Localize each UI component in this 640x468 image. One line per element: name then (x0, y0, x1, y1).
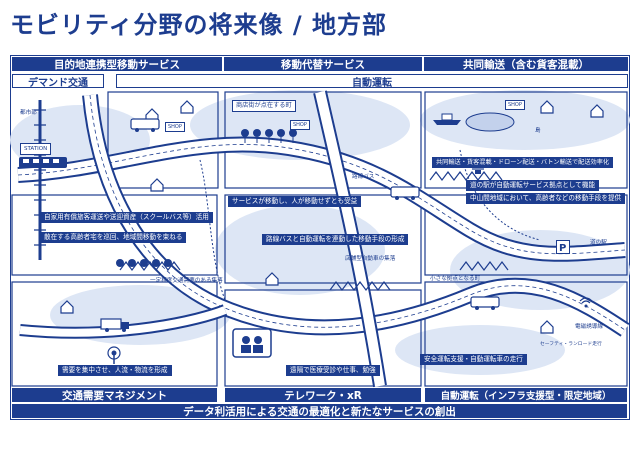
callout-elderly-tour: 散在する高齢者宅を巡回、地域間移動を束ねる (40, 232, 187, 243)
label-route-bus: 路線バス (352, 174, 375, 180)
bus-icon (130, 118, 160, 132)
callout-concentrate-demand: 需要を集中させ、人流・物流を形成 (58, 365, 172, 376)
label-roadside-station: 道の駅 (590, 240, 607, 246)
band-data-utilization: データ利活用による交通の最適化と新たなサービスの創出 (12, 404, 627, 418)
signal-icon (107, 346, 121, 364)
callout-remote-medical: 遠隔で医療受診や仕事、勉強 (286, 365, 380, 376)
house-icon (590, 104, 604, 118)
band-shared-transport: 共同輸送（含む貨客混載） (424, 57, 628, 71)
tree-icon (241, 129, 297, 143)
label-autonomous-lane: セーフティ・ランロード走行 (540, 342, 602, 347)
wifi-icon (579, 297, 593, 308)
house-icon (540, 100, 554, 114)
label-city-center: 都市部 (20, 110, 37, 116)
ship-icon (433, 113, 461, 125)
house-icon (60, 300, 74, 314)
page-title: モビリティ分野の将来像 / 地方部 (10, 11, 388, 39)
label-island: 島 (535, 128, 541, 134)
band-autonomous-infra: 自動運転（インフラ支援型・限定地域） (425, 388, 627, 402)
callout-school-bus: 自家用有償旅客運送や送迎資産（スクールバス等）活用 (40, 212, 213, 223)
callout-shared-delivery: 共同輸送・貨客混載・ドローン配送・バトン輸送で配送効率化 (432, 157, 614, 168)
shop-icon: SHOP (290, 120, 310, 130)
truck-icon (100, 318, 129, 332)
monitor-icon (232, 328, 272, 358)
shop-icon: SHOP (505, 100, 525, 110)
label-shopping-street: 商店街が点在する町 (232, 100, 296, 112)
svg-text:P: P (559, 243, 566, 254)
band-autonomous-driving: 自動運転 (116, 74, 628, 89)
callout-station-hub-1: 道の駅が自動運転サービス拠点として機能 (466, 180, 600, 191)
tree-icon (116, 259, 172, 267)
house-icon (265, 272, 279, 286)
train-icon (19, 157, 67, 168)
label-public-transport-hub: 一定程度交通需要のある集落 (150, 278, 223, 284)
callout-service-moves: サービスが移動し、人が移動せずとも受益 (228, 196, 362, 207)
band-demand-transport: デマンド交通 (12, 74, 104, 89)
label-small-hub-town: 小さな拠点となる町 (430, 276, 481, 282)
bus-icon (470, 296, 500, 310)
parking-icon: P (556, 240, 570, 254)
house-icon (180, 100, 194, 114)
house-icon (540, 320, 554, 334)
callout-safety-support: 安全運転支援・自動運転車の走行 (420, 354, 527, 365)
band-demand-management: 交通需要マネジメント (12, 388, 217, 402)
label-communication-base: 電磁誘導線 (575, 324, 603, 330)
label-scattered-village: 店舗型自動車の集落 (345, 256, 396, 262)
bus-icon (390, 186, 420, 200)
label-station: STATION (20, 143, 52, 155)
band-telework: テレワーク・xR (225, 388, 421, 402)
band-purpose-transport: 目的地連携型移動サービス (12, 57, 222, 71)
shop-icon: SHOP (165, 122, 185, 132)
drone-icon (472, 168, 484, 174)
callout-route-bus: 路線バスと自動運転を連動した移動手段の形成 (262, 234, 409, 245)
house-icon (150, 178, 164, 192)
band-mobility-substitute: 移動代替サービス (224, 57, 422, 71)
callout-station-hub-2: 中山間地域において、高齢者などの移動手段を提供 (466, 193, 626, 204)
